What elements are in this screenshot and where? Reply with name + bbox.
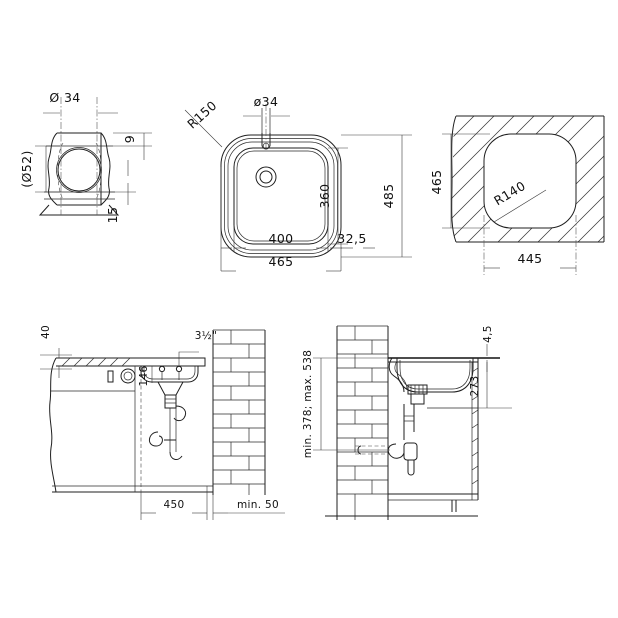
sink-rim-inner (227, 141, 335, 251)
worktop-hatching (61, 357, 131, 367)
label-bowl-width: 400 (268, 231, 293, 246)
view-waste-outlet-detail: Ø 34 (Ø52) 9 15 (19, 90, 152, 223)
brick-wall-left-view (212, 329, 266, 495)
view-front-section: 3½" 146 (40, 325, 285, 520)
label-tap-hole-dia: ø34 (254, 94, 279, 109)
label-wall-clearance: min. 50 (237, 499, 279, 511)
worktop-slab (56, 357, 206, 367)
flange-hidden-right (95, 142, 102, 200)
label-cutout-width: 445 (517, 251, 542, 266)
trap-outlet (169, 451, 183, 460)
label-bowl-depth-146: 146 (138, 366, 150, 387)
cutout-window-fill (484, 134, 576, 228)
waste-outlet-outer (255, 166, 277, 188)
overflow-pipe-upper-inner (394, 360, 408, 391)
label-overhang: 4,5 (482, 325, 494, 343)
sink-bowl-outline (233, 147, 329, 245)
waste-block-right (407, 384, 428, 395)
sink-bowl-inner (236, 150, 326, 242)
view-side-section: min. 378; max. 538 4,5 273 (302, 325, 512, 520)
label-trap-height-range: min. 378; max. 538 (302, 350, 314, 458)
waste-outlet-inner (259, 170, 273, 184)
waste-branch (173, 405, 187, 422)
break-line-left (47, 132, 58, 206)
sink-rim-mid (224, 138, 338, 254)
worktop-break-left (451, 115, 457, 243)
knob-icon (120, 368, 136, 384)
cabinet-break-left (49, 357, 57, 493)
flange-hidden-left (57, 142, 64, 200)
leader-r150 (184, 109, 223, 148)
label-bowl-depth: 360 (317, 183, 332, 208)
cabinet-panel-hatch (471, 367, 479, 485)
label-outlet-hole-dia: Ø 34 (49, 90, 80, 105)
tap-hole-left-icon (158, 365, 166, 373)
overflow-pipe-upper (388, 357, 405, 393)
trap-loop (149, 431, 163, 447)
view-cutout-detail: R140 465 445 (429, 115, 605, 275)
wall-trap-bend (387, 443, 405, 459)
waste-outlet-right (410, 394, 425, 405)
wall-trap-cap (407, 460, 415, 476)
label-height-15: 15 (105, 207, 120, 224)
label-waste-thread: 3½" (195, 330, 218, 342)
bowl-section-right-inner (399, 360, 471, 390)
label-bowl-bottom-height: 273 (469, 376, 481, 397)
label-cutout-height: 465 (429, 169, 444, 194)
wall-outlet-hidden (355, 445, 390, 455)
label-worktop-thickness: 40 (40, 325, 52, 339)
label-height-9: 9 (122, 135, 137, 143)
leader-waste-thread (178, 351, 199, 367)
label-overall-depth: 485 (381, 183, 396, 208)
leader-r140 (493, 189, 547, 223)
label-edge-offset: 32,5 (337, 231, 366, 246)
label-overall-width: 465 (268, 254, 293, 269)
wall-trap-body (403, 442, 418, 461)
label-cabinet-width: 450 (164, 499, 185, 511)
outlet-base-flare (38, 204, 120, 216)
break-line-right (100, 132, 111, 206)
label-flange-dia: (Ø52) (19, 150, 34, 188)
knob-icon-inner (123, 371, 133, 381)
waste-body (164, 394, 177, 409)
cutout-window-outline (483, 133, 577, 229)
switch-icon (107, 370, 114, 383)
bowl-section-inner (143, 366, 196, 380)
